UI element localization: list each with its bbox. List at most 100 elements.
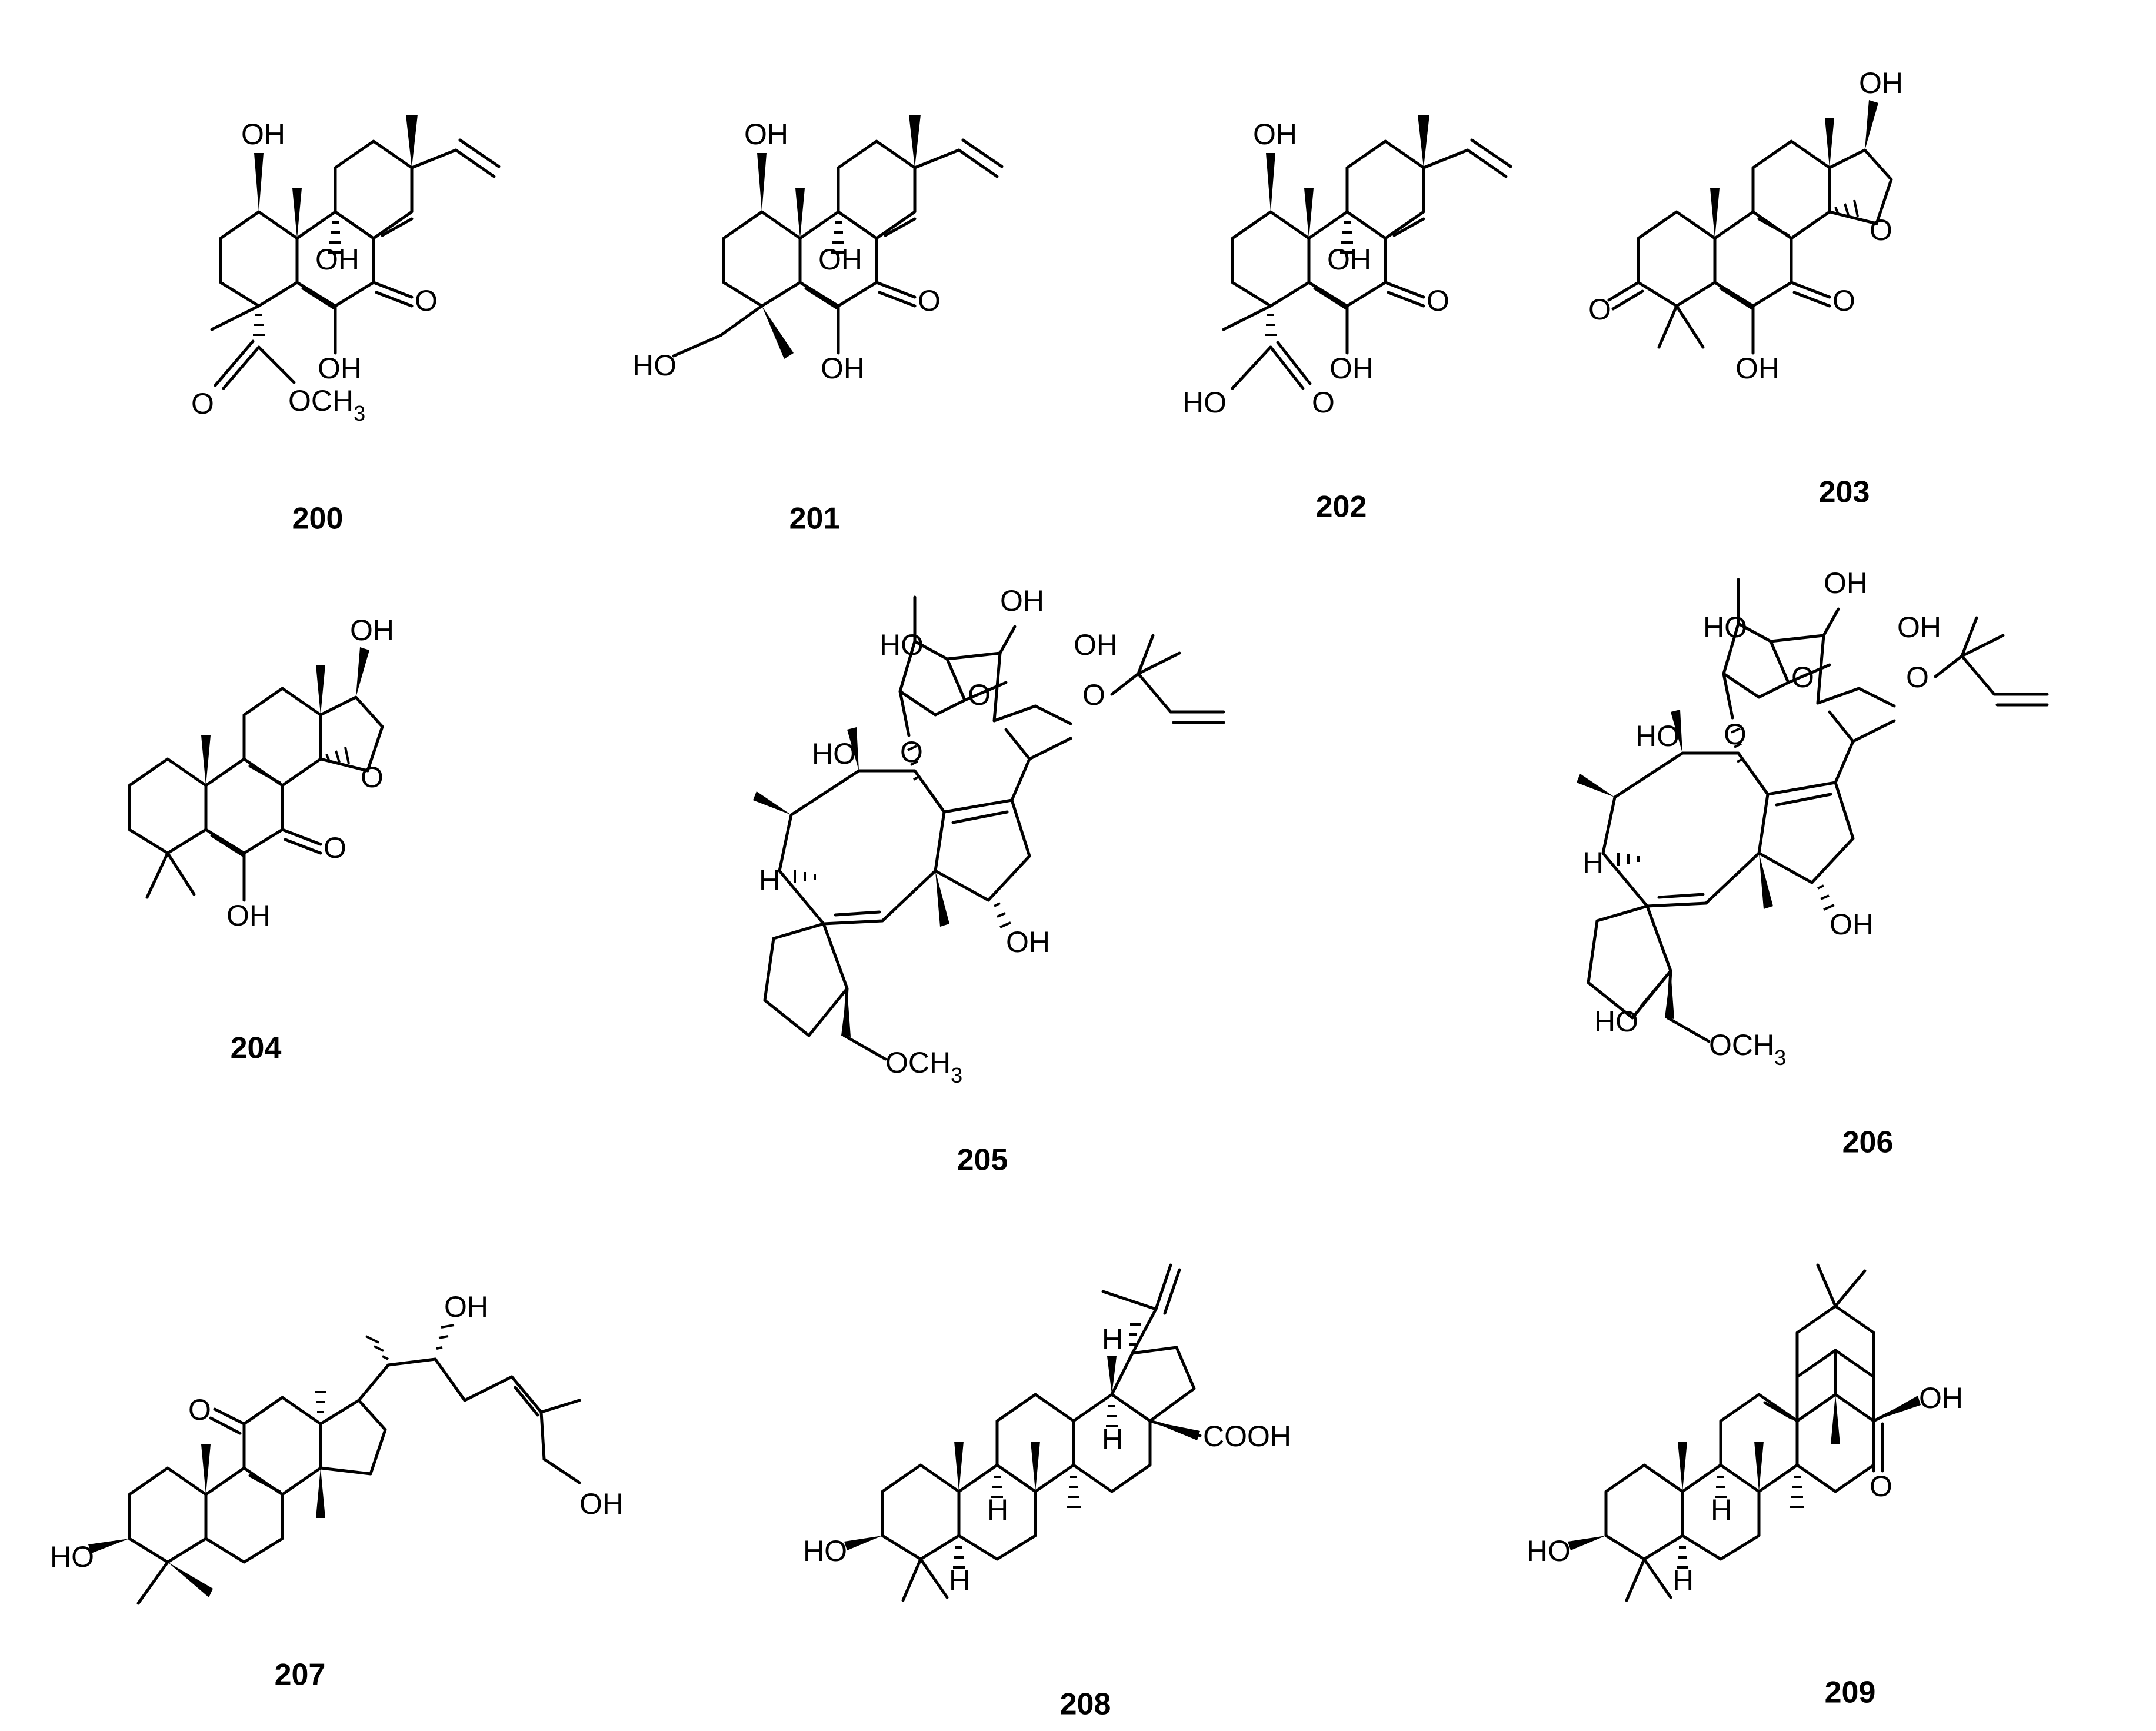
atom-oh-terminal-207: OH	[579, 1487, 624, 1520]
wedge-methyl-c13-204	[316, 665, 325, 715]
compound-label-204: 204	[231, 1031, 282, 1066]
hash-oh-c9-200	[328, 221, 342, 254]
atom-acid-oh-209: OH	[1919, 1382, 1963, 1414]
atom-sugar-ho-206: HO	[1703, 611, 1747, 644]
wedge-oh-c1-202	[1266, 153, 1275, 212]
atom-h-c5-209: H	[1672, 1564, 1694, 1597]
hash-methyl-c14-209	[1790, 1476, 1804, 1508]
wedge-cooh-208	[1150, 1421, 1200, 1440]
hash-h-c18-208	[1106, 1405, 1118, 1427]
hash-h-205	[794, 870, 816, 883]
hash-h-c9-208	[991, 1476, 1003, 1498]
atom-oh-c1-202: OH	[1253, 118, 1297, 151]
atom-keto-c3-203: O	[1588, 293, 1611, 326]
wedge-methyl-c10-202	[1304, 188, 1314, 238]
wedge-methyl-c13-200	[406, 115, 418, 168]
hash-oh-bottom-205	[994, 902, 1011, 928]
wedge-methyl-c14-207	[316, 1468, 325, 1518]
atom-h-c9-208: H	[987, 1493, 1008, 1526]
atom-acid-o-209: O	[1870, 1470, 1892, 1503]
wedge-h-c13-208	[1107, 1356, 1117, 1394]
compound-label-207: 207	[275, 1658, 326, 1692]
wedge-ho-c3-209	[1568, 1536, 1606, 1550]
hash-isopropenyl-208	[1129, 1323, 1141, 1346]
atom-oh-c6-203: OH	[1735, 352, 1780, 385]
atom-ether-o-205: O	[1082, 678, 1105, 711]
wedge-methyl-c10-207	[201, 1444, 211, 1494]
atom-sugar-ring-o-205: O	[968, 678, 991, 711]
atom-oh-c9-202: OH	[1327, 243, 1371, 276]
structure-201: OH OH OH O HO 201	[632, 115, 1004, 536]
wedge-ho-c3-207	[88, 1539, 129, 1553]
atom-oh-bottom-205: OH	[1006, 926, 1050, 958]
wedge-ho-206	[1671, 710, 1682, 753]
wedge-methyl-c13-201	[909, 115, 921, 168]
wedge-methyl-c10-201	[795, 188, 805, 238]
structure-206: OH HO OH O O O HO H OH HO OCH3 206	[1577, 567, 2049, 1160]
atom-oh-bottom-206: OH	[1830, 908, 1874, 941]
wedge-ch2-205	[841, 988, 851, 1037]
atom-ho-left-205: HO	[812, 737, 856, 770]
hash-h-206	[1617, 853, 1640, 866]
bonds-205	[763, 595, 1225, 1061]
atom-ho-ch2-201: HO	[632, 349, 677, 382]
wedge-methyl-c10-203	[1710, 188, 1720, 238]
atom-glyco-o-205: O	[900, 735, 923, 768]
wedge-methyl-c10-209	[1678, 1442, 1687, 1492]
hash-h-c9-209	[1715, 1476, 1727, 1498]
hash-glyco-205	[907, 745, 919, 781]
atom-ho-c3-208: HO	[803, 1534, 847, 1567]
atom-sugar-oh2-206: OH	[1897, 611, 1941, 644]
atom-keto-202: O	[1427, 284, 1449, 317]
bonds-201	[672, 138, 1004, 358]
atom-keto-207: O	[188, 1393, 211, 1426]
hash-h-c5-208	[953, 1546, 965, 1569]
atom-h-c5-208: H	[949, 1564, 970, 1597]
atom-oh-top-203: OH	[1859, 66, 1903, 99]
hash-h-c5-209	[1677, 1546, 1688, 1569]
atom-h-left-206: H	[1582, 846, 1604, 879]
atom-sugar-ring-o-206: O	[1791, 661, 1814, 694]
atom-oh-c1-200: OH	[241, 118, 285, 151]
wedge-methyl-bottom-205	[935, 871, 949, 927]
hash-methyl-side-207	[365, 1335, 389, 1360]
atom-ether-o-206: O	[1906, 661, 1929, 694]
atom-keto-200: O	[415, 284, 438, 317]
wedge-methyl-c10-200	[292, 188, 302, 238]
structure-200: OH OH OH O O OCH3 200	[191, 115, 501, 536]
atom-sugar-oh2-205: OH	[1074, 628, 1118, 661]
structure-207: OH O OH HO 207	[50, 1290, 624, 1692]
atom-sugar-oh1-205: OH	[1000, 584, 1044, 617]
atom-keto-204: O	[324, 831, 346, 864]
compound-label-202: 202	[1316, 490, 1367, 524]
wedge-methyl-c4-201	[762, 306, 794, 359]
wedge-methyl-206	[1577, 774, 1615, 797]
compound-label-201: 201	[789, 502, 841, 536]
hash-c14-203	[1834, 199, 1859, 217]
bonds-208	[881, 1263, 1202, 1602]
atom-sugar-ho-205: HO	[879, 628, 924, 661]
structure-208: H H H H COOH HO 208	[803, 1263, 1291, 1722]
wedge-methyl-c4-207	[168, 1562, 213, 1597]
atom-ester-o-200: O	[191, 387, 214, 420]
hash-oh-c9-202	[1340, 221, 1354, 254]
compound-label-200: 200	[292, 502, 344, 536]
atom-oh-c6-201: OH	[821, 352, 865, 385]
atom-ho-bottom-206: HO	[1594, 1005, 1638, 1038]
wedge-methyl-c8-208	[1031, 1442, 1040, 1492]
wedge-acid-209	[1874, 1396, 1921, 1421]
atom-oh-c9-201: OH	[818, 243, 862, 276]
wedge-ho-c3-208	[844, 1536, 882, 1550]
wedge-ch2-206	[1665, 971, 1674, 1019]
structure-205: OH HO OH O O O HO H OH OCH3 205	[753, 584, 1225, 1177]
atom-oh-c6-204: OH	[226, 899, 271, 932]
atom-oh-c9-200: OH	[315, 243, 359, 276]
atom-sugar-oh1-206: OH	[1824, 567, 1868, 600]
structure-203: OH O O O OH 203	[1588, 66, 1903, 510]
bonds-203	[1607, 139, 1893, 355]
atom-cooh-208: COOH	[1203, 1420, 1291, 1453]
hash-methyl-c13-207	[315, 1391, 326, 1413]
atom-oh-c6-200: OH	[318, 352, 362, 385]
wedge-oh-top-203	[1865, 100, 1878, 150]
